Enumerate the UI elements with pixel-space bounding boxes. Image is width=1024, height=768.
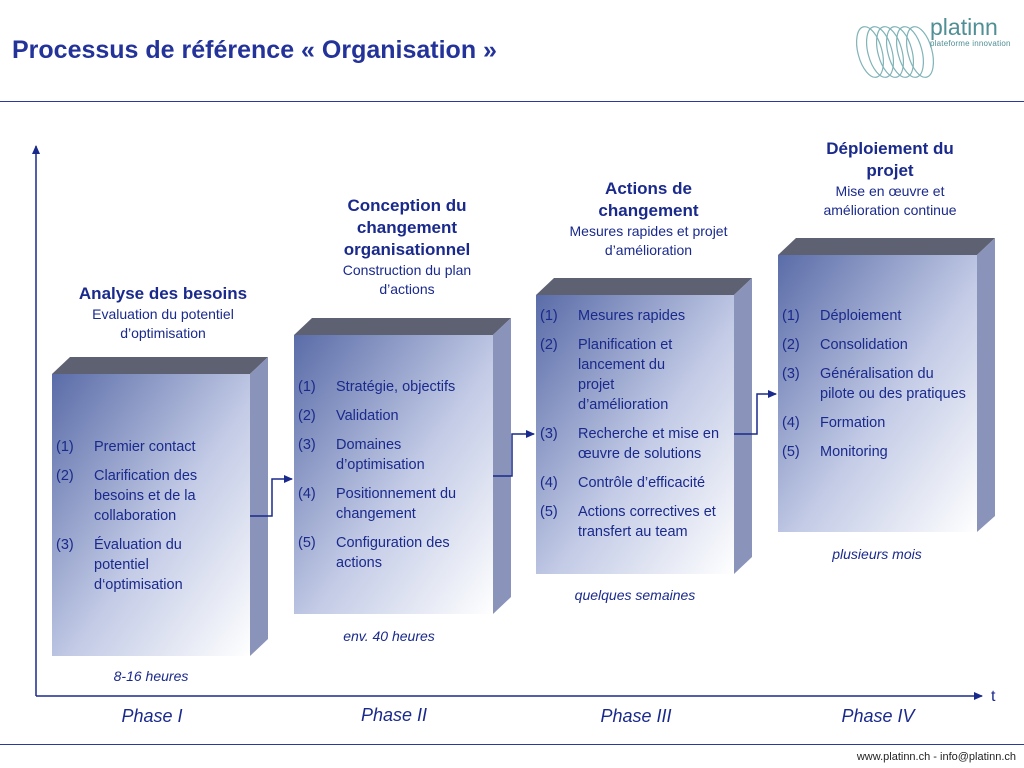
phase-3-duration: quelques semaines	[574, 587, 696, 603]
logo-name: platinn	[930, 14, 998, 40]
phase-4-label: Phase IV	[841, 706, 915, 726]
list-item: (3)Généralisation du pilote ou des prati…	[782, 366, 966, 402]
time-axis-label: t	[991, 688, 996, 705]
list-item: (3)Domaines d’optimisation	[298, 437, 425, 473]
list-item: (2)Consolidation	[782, 337, 908, 353]
header-divider	[0, 101, 1024, 102]
list-item: (2)Planification et lancement du projet …	[540, 337, 673, 413]
list-item: (5)Monitoring	[782, 444, 888, 460]
logo-tagline: plateforme innovation	[930, 39, 1011, 48]
list-item: (4)Positionnement du changement	[298, 486, 457, 522]
list-item: (1)Stratégie, objectifs	[298, 379, 456, 395]
phase-2-duration: env. 40 heures	[343, 628, 435, 644]
footer-divider	[0, 744, 1024, 745]
footer-contact: www.platinn.ch - info@platinn.ch	[856, 751, 1016, 763]
phase-1-duration: 8-16 heures	[113, 668, 189, 684]
list-item: (1)Premier contact	[56, 439, 196, 455]
platinn-logo-icon	[855, 26, 935, 78]
phase-3-heading: Actions de changement Mesures rapides et…	[569, 179, 728, 258]
phase-3-box	[536, 278, 752, 574]
connector-arrow-2	[493, 430, 535, 477]
phase-4-duration: plusieurs mois	[832, 546, 922, 562]
phase-4-heading: Déploiement du projet Mise en œuvre et a…	[823, 139, 957, 218]
phase-1-box	[52, 357, 268, 656]
connector-arrow-1	[250, 475, 293, 517]
phase-2-items: (1)Stratégie, objectifs (2)Validation (3…	[298, 377, 483, 582]
list-item: (4)Contrôle d’efficacité	[540, 475, 706, 491]
list-item: (5)Actions correctives et transfert au t…	[540, 504, 716, 540]
list-item: (3)Évaluation du potentiel d‘optimisatio…	[56, 537, 183, 593]
phase-2-heading: Conception du changement organisationnel…	[342, 196, 472, 297]
phase-2-label: Phase II	[360, 705, 428, 725]
list-item: (2)Validation	[298, 408, 399, 424]
phase-3-label: Phase III	[600, 706, 672, 726]
phase-2-box	[294, 318, 511, 614]
phase-1-label: Phase I	[121, 706, 183, 726]
list-item: (1)Déploiement	[782, 308, 902, 324]
phase-4-box	[778, 238, 995, 532]
page-title: Processus de référence « Organisation »	[12, 36, 497, 64]
list-item: (1)Mesures rapides	[540, 308, 686, 324]
phase-1-heading: Analyse des besoins Evaluation du potent…	[78, 284, 248, 341]
list-item: (2)Clarification des besoins et de la co…	[56, 468, 198, 524]
phase-3-items: (1)Mesures rapides (2)Planification et l…	[540, 306, 730, 551]
phase-1-items: (1)Premier contact (2)Clarification des …	[56, 437, 236, 604]
connector-arrow-3	[734, 390, 777, 435]
list-item: (5)Configuration des actions	[298, 535, 450, 571]
phase-4-items: (1)Déploiement (2)Consolidation (3)Génér…	[782, 306, 967, 471]
list-item: (4)Formation	[782, 415, 886, 431]
list-item: (3)Recherche et mise en œuvre de solutio…	[540, 426, 720, 462]
